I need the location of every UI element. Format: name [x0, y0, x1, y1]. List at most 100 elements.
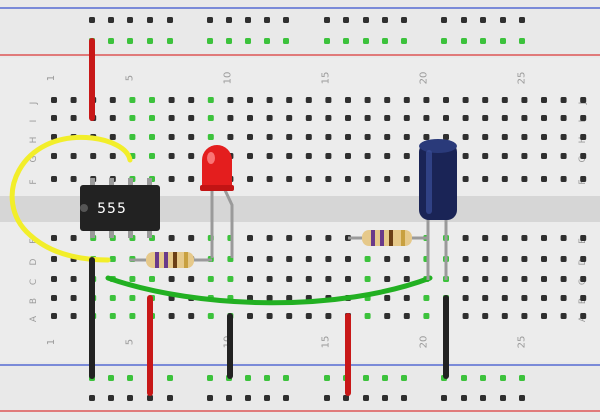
- power-rail-hole[interactable]: [500, 17, 506, 23]
- breadboard-hole[interactable]: [384, 153, 391, 159]
- power-rail-hole[interactable]: [382, 395, 388, 401]
- breadboard-hole[interactable]: [403, 134, 410, 140]
- breadboard-hole[interactable]: [501, 176, 508, 182]
- breadboard-hole[interactable]: [129, 295, 136, 301]
- breadboard-hole[interactable]: [541, 235, 547, 241]
- breadboard-hole[interactable]: [462, 276, 469, 282]
- power-rail-hole[interactable]: [480, 17, 486, 23]
- breadboard-hole[interactable]: [168, 235, 175, 241]
- breadboard-hole[interactable]: [305, 134, 312, 140]
- breadboard-hole[interactable]: [149, 115, 155, 121]
- breadboard-hole[interactable]: [384, 313, 391, 319]
- breadboard-hole[interactable]: [501, 313, 508, 319]
- breadboard-hole[interactable]: [51, 235, 57, 241]
- breadboard-hole[interactable]: [443, 134, 449, 140]
- breadboard-hole[interactable]: [227, 115, 234, 121]
- breadboard-hole[interactable]: [227, 276, 234, 282]
- power-rail-hole[interactable]: [500, 375, 506, 381]
- breadboard-hole[interactable]: [501, 97, 508, 103]
- power-rail-hole[interactable]: [264, 38, 270, 44]
- breadboard-hole[interactable]: [129, 313, 136, 319]
- breadboard-hole[interactable]: [403, 115, 410, 121]
- breadboard-hole[interactable]: [501, 153, 508, 159]
- breadboard-hole[interactable]: [364, 276, 371, 282]
- breadboard-hole[interactable]: [51, 115, 57, 121]
- breadboard-hole[interactable]: [149, 276, 155, 282]
- power-rail-hole[interactable]: [343, 17, 349, 23]
- breadboard-hole[interactable]: [51, 256, 57, 262]
- breadboard-hole[interactable]: [168, 97, 175, 103]
- breadboard-hole[interactable]: [482, 97, 489, 103]
- breadboard-hole[interactable]: [207, 313, 214, 319]
- breadboard-hole[interactable]: [266, 153, 273, 159]
- power-rail-hole[interactable]: [363, 395, 369, 401]
- breadboard-hole[interactable]: [364, 256, 371, 262]
- breadboard-hole[interactable]: [90, 153, 97, 159]
- breadboard-hole[interactable]: [188, 276, 195, 282]
- breadboard-hole[interactable]: [580, 313, 587, 319]
- breadboard-hole[interactable]: [305, 153, 312, 159]
- breadboard-hole[interactable]: [70, 176, 77, 182]
- breadboard-hole[interactable]: [560, 256, 567, 262]
- breadboard-hole[interactable]: [462, 134, 469, 140]
- power-rail-hole[interactable]: [382, 375, 388, 381]
- breadboard-hole[interactable]: [325, 115, 332, 121]
- breadboard-hole[interactable]: [109, 153, 116, 159]
- power-rail-hole[interactable]: [461, 17, 467, 23]
- breadboard-hole[interactable]: [482, 235, 489, 241]
- breadboard-hole[interactable]: [70, 295, 77, 301]
- breadboard-hole[interactable]: [51, 134, 57, 140]
- breadboard-hole[interactable]: [384, 97, 391, 103]
- breadboard-hole[interactable]: [560, 176, 567, 182]
- breadboard-hole[interactable]: [521, 256, 528, 262]
- breadboard-hole[interactable]: [423, 313, 430, 319]
- breadboard-hole[interactable]: [247, 256, 253, 262]
- breadboard-hole[interactable]: [247, 153, 253, 159]
- power-rail-hole[interactable]: [147, 17, 153, 23]
- power-rail-hole[interactable]: [461, 38, 467, 44]
- breadboard-hole[interactable]: [188, 176, 195, 182]
- breadboard-hole[interactable]: [286, 276, 293, 282]
- breadboard-hole[interactable]: [168, 176, 175, 182]
- power-rail-hole[interactable]: [441, 395, 447, 401]
- breadboard-hole[interactable]: [521, 176, 528, 182]
- breadboard-hole[interactable]: [384, 276, 391, 282]
- breadboard-hole[interactable]: [168, 276, 175, 282]
- breadboard-hole[interactable]: [188, 153, 195, 159]
- breadboard-hole[interactable]: [482, 176, 489, 182]
- breadboard-hole[interactable]: [325, 313, 332, 319]
- breadboard-hole[interactable]: [51, 295, 57, 301]
- breadboard-hole[interactable]: [364, 115, 371, 121]
- breadboard-hole[interactable]: [325, 176, 332, 182]
- breadboard-hole[interactable]: [286, 313, 293, 319]
- breadboard-hole[interactable]: [207, 97, 214, 103]
- breadboard-hole[interactable]: [207, 276, 214, 282]
- breadboard-hole[interactable]: [384, 256, 391, 262]
- breadboard-hole[interactable]: [462, 256, 469, 262]
- breadboard-hole[interactable]: [501, 295, 508, 301]
- breadboard-hole[interactable]: [247, 134, 253, 140]
- breadboard-hole[interactable]: [462, 295, 469, 301]
- power-rail-hole[interactable]: [461, 395, 467, 401]
- breadboard-hole[interactable]: [482, 313, 489, 319]
- breadboard-hole[interactable]: [188, 134, 195, 140]
- breadboard-hole[interactable]: [345, 276, 351, 282]
- breadboard-hole[interactable]: [443, 97, 449, 103]
- breadboard-hole[interactable]: [266, 235, 273, 241]
- breadboard-hole[interactable]: [247, 97, 253, 103]
- power-rail-hole[interactable]: [167, 375, 173, 381]
- breadboard-hole[interactable]: [403, 176, 410, 182]
- breadboard-hole[interactable]: [149, 97, 155, 103]
- power-rail-hole[interactable]: [441, 38, 447, 44]
- power-rail-hole[interactable]: [343, 38, 349, 44]
- breadboard-hole[interactable]: [541, 97, 547, 103]
- power-rail-hole[interactable]: [207, 375, 213, 381]
- power-rail-hole[interactable]: [500, 395, 506, 401]
- breadboard-hole[interactable]: [168, 134, 175, 140]
- breadboard-hole[interactable]: [266, 276, 273, 282]
- breadboard-hole[interactable]: [364, 313, 371, 319]
- power-rail-hole[interactable]: [461, 375, 467, 381]
- breadboard-hole[interactable]: [247, 313, 253, 319]
- power-rail-hole[interactable]: [363, 38, 369, 44]
- breadboard-hole[interactable]: [403, 256, 410, 262]
